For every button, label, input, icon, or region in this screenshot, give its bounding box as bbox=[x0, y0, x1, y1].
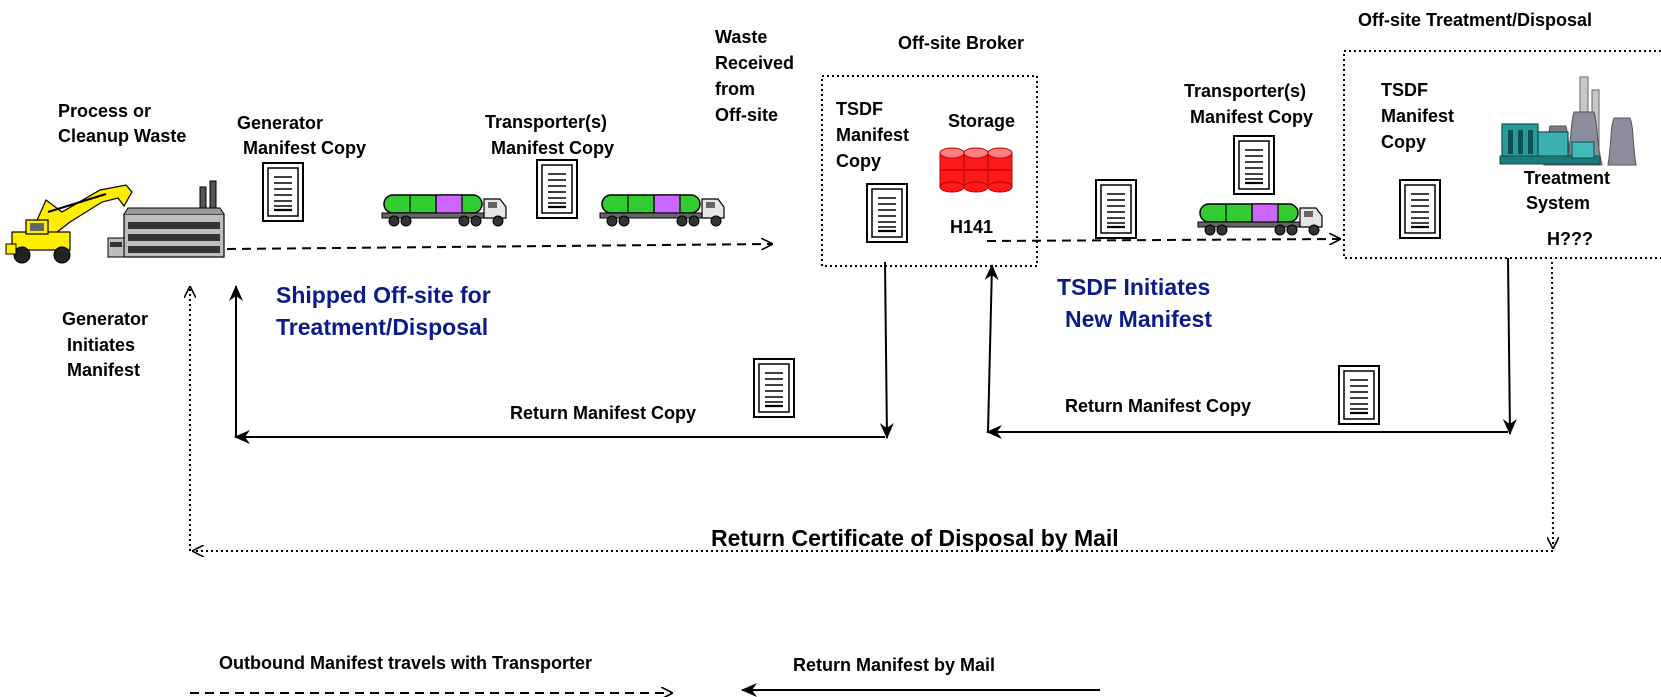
return-line-2-up bbox=[984, 264, 999, 433]
waste-received-label-line-1: Waste bbox=[715, 27, 767, 47]
transporter-copy-label-1-line-1: Transporter(s) bbox=[485, 112, 607, 132]
process-label-line-1: Process or bbox=[58, 101, 151, 121]
return-copy-label-1: Return Manifest Copy bbox=[510, 403, 696, 423]
certificate-line-down bbox=[1552, 261, 1553, 548]
broker-tsdf-copy-label-line-3: Copy bbox=[836, 151, 881, 171]
manifest-document-icon-broker bbox=[865, 182, 909, 244]
transporter-copy-label-2: Transporter(s) Manifest Copy bbox=[1184, 81, 1313, 127]
factory-icon bbox=[107, 180, 225, 258]
treatment-tsdf-copy-label: TSDF Manifest Copy bbox=[1381, 80, 1459, 152]
process-label: Process or Cleanup Waste bbox=[58, 101, 186, 146]
manifest-document-icon-return-2 bbox=[1337, 364, 1381, 426]
process-label-line-2: Cleanup Waste bbox=[58, 126, 186, 146]
manifest-document-icon-transporter-2a bbox=[1094, 178, 1138, 240]
generator-initiates-label-line-2: Initiates bbox=[67, 335, 135, 355]
broker-title: Off-site Broker bbox=[898, 33, 1024, 53]
waste-received-label-line-3: from bbox=[715, 79, 755, 99]
broker-box bbox=[821, 75, 1038, 267]
generator-copy-label-line-2: Manifest Copy bbox=[243, 138, 366, 158]
manifest-document-icon-treatment bbox=[1398, 178, 1442, 240]
outbound-arrow-1 bbox=[226, 244, 772, 249]
tsdf-initiates-label: TSDF Initiates New Manifest bbox=[1057, 274, 1217, 332]
treatment-tsdf-copy-label-line-3: Copy bbox=[1381, 132, 1426, 152]
broker-tsdf-copy-label-line-1: TSDF bbox=[836, 99, 883, 119]
return-copy-label-2: Return Manifest Copy bbox=[1065, 396, 1251, 416]
treatment-system-label-line-2: System bbox=[1526, 193, 1590, 213]
manifest-document-icon-return-1 bbox=[752, 357, 796, 419]
treatment-system-label-line-1: Treatment bbox=[1524, 168, 1610, 188]
treatment-title: Off-site Treatment/Disposal bbox=[1358, 10, 1592, 30]
generator-copy-label: Generator Manifest Copy bbox=[237, 113, 366, 158]
shipped-offsite-label-line-1: Shipped Off-site for bbox=[276, 282, 491, 308]
return-line-2-down bbox=[1502, 257, 1517, 435]
treatment-plant-icon bbox=[1499, 76, 1637, 166]
tsdf-initiates-label-line-2: New Manifest bbox=[1065, 306, 1212, 332]
manifest-document-icon-transporter-1 bbox=[535, 158, 579, 220]
shipped-offsite-label: Shipped Off-site for Treatment/Disposal bbox=[276, 282, 497, 340]
waste-received-label-line-4: Off-site bbox=[715, 105, 778, 125]
treatment-system-label: Treatment System bbox=[1524, 168, 1615, 213]
legend-return-label: Return Manifest by Mail bbox=[793, 655, 995, 675]
waste-received-label-line-2: Received bbox=[715, 53, 794, 73]
generator-copy-label-line-1: Generator bbox=[237, 113, 323, 133]
broker-code: H141 bbox=[950, 217, 993, 237]
generator-initiates-label: Generator Initiates Manifest bbox=[62, 309, 153, 380]
waste-received-label: Waste Received from Off-site bbox=[715, 27, 799, 125]
generator-initiates-label-line-3: Manifest bbox=[67, 360, 140, 380]
generator-initiates-label-line-1: Generator bbox=[62, 309, 148, 329]
outbound-arrow-2 bbox=[986, 239, 1340, 241]
transporter-copy-label-1-line-2: Manifest Copy bbox=[491, 138, 614, 158]
tanker-truck-icon-1 bbox=[381, 194, 507, 227]
transporter-copy-label-2-line-2: Manifest Copy bbox=[1190, 107, 1313, 127]
tsdf-initiates-label-line-1: TSDF Initiates bbox=[1057, 274, 1210, 300]
certificate-label: Return Certificate of Disposal by Mail bbox=[711, 525, 1119, 551]
transporter-copy-label-1: Transporter(s) Manifest Copy bbox=[485, 112, 614, 158]
broker-tsdf-copy-label: TSDF Manifest Copy bbox=[836, 99, 914, 171]
treatment-tsdf-copy-label-line-2: Manifest bbox=[1381, 106, 1454, 126]
shipped-offsite-label-line-2: Treatment/Disposal bbox=[276, 314, 488, 340]
return-line-1-down bbox=[879, 261, 894, 439]
manifest-document-icon-transporter-2b bbox=[1232, 134, 1276, 196]
broker-tsdf-copy-label-line-2: Manifest bbox=[836, 125, 909, 145]
treatment-box bbox=[1343, 50, 1661, 259]
treatment-tsdf-copy-label-line-1: TSDF bbox=[1381, 80, 1428, 100]
storage-label: Storage bbox=[948, 111, 1015, 131]
storage-drums-icon bbox=[939, 147, 1013, 193]
tanker-truck-icon-3 bbox=[1197, 203, 1323, 236]
excavator-icon bbox=[5, 184, 133, 264]
transporter-copy-label-2-line-1: Transporter(s) bbox=[1184, 81, 1306, 101]
tanker-truck-icon-2 bbox=[599, 194, 725, 227]
manifest-document-icon-generator bbox=[261, 161, 305, 223]
legend-outbound-label: Outbound Manifest travels with Transport… bbox=[219, 653, 592, 673]
treatment-code: H??? bbox=[1547, 229, 1593, 249]
legend: Outbound Manifest travels with Transport… bbox=[190, 653, 1100, 697]
